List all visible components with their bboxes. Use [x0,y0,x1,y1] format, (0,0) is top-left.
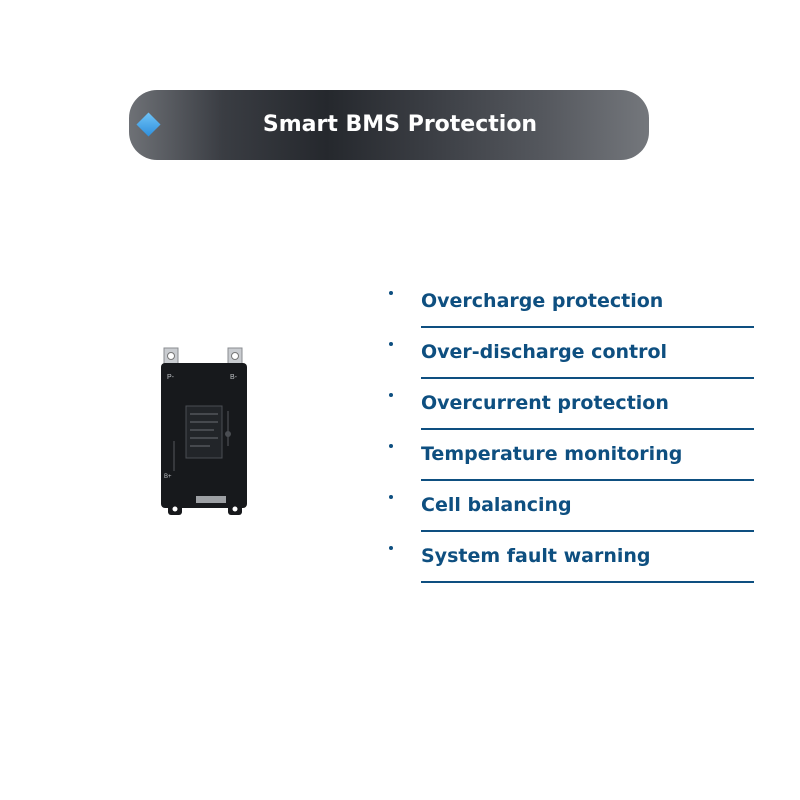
feature-label: Overcurrent protection [421,392,669,414]
feature-item: Overcurrent protection [384,381,756,430]
divider [421,326,754,328]
feature-item: System fault warning [384,534,756,583]
feature-item: Overcharge protection [384,279,756,328]
bullet-icon [389,291,393,295]
divider [421,581,754,583]
label-plate [185,405,223,459]
feature-list: Overcharge protection Over-discharge con… [384,279,756,585]
bullet-icon [389,342,393,346]
feature-item: Over-discharge control [384,330,756,379]
feature-item: Cell balancing [384,483,756,532]
feature-label: Cell balancing [421,494,572,516]
divider [421,428,754,430]
bullet-icon [389,546,393,550]
bullet-icon [389,444,393,448]
divider [421,377,754,379]
divider [421,530,754,532]
label-b-minus: B- [230,374,238,381]
bms-board-image: P- B- B+ [161,347,247,515]
divider [421,479,754,481]
feature-item: Temperature monitoring [384,432,756,481]
feature-label: Over-discharge control [421,341,668,363]
bullet-icon [389,495,393,499]
banner-title: Smart BMS Protection [262,112,538,137]
feature-label: System fault warning [421,545,651,567]
label-b-plus: B+ [164,474,172,480]
label-p-minus: P- [167,374,175,381]
feature-label: Overcharge protection [421,290,664,312]
bullet-icon [389,393,393,397]
title-banner [129,90,649,160]
feature-label: Temperature monitoring [421,443,683,465]
